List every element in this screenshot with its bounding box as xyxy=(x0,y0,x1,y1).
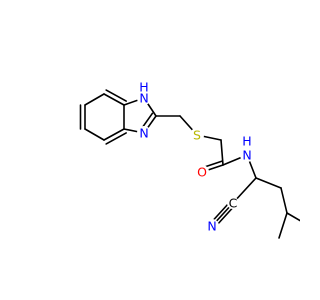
bond-ch2-ch xyxy=(280,187,288,214)
bond-benzene-6 xyxy=(103,93,125,106)
bond-ch2-carbonyl xyxy=(220,139,224,166)
atom-label-h-amide-mask xyxy=(241,135,253,147)
bond-benzene-3 xyxy=(84,128,105,141)
atom-label-n-imidazole-mask xyxy=(137,126,151,140)
bond-calpha-ch2 xyxy=(255,177,282,189)
bond-benzene-4-double xyxy=(105,132,127,145)
bond-benzene-1 xyxy=(84,93,105,106)
atom-label-nh-h: H xyxy=(139,80,148,95)
bond-benzene-4 xyxy=(103,128,125,141)
atom-label-n-nh-mask xyxy=(137,91,151,105)
atom-label-sulfur: S xyxy=(193,128,201,143)
atom-label-nh-h-mask xyxy=(138,81,150,93)
atom-label-sulfur-mask xyxy=(190,128,204,142)
atom-label-n-amide: N xyxy=(242,148,251,163)
atom-label-oxygen: O xyxy=(197,165,207,180)
bond-ch-methyl-1 xyxy=(286,212,300,222)
atom-label-n-nh: N xyxy=(139,91,148,106)
atom-label-n-nitrile: N xyxy=(207,219,216,234)
atom-label-n-nitrile-mask xyxy=(205,219,219,233)
bond-benzene-6-double xyxy=(105,89,127,102)
atom-label-n-amide-mask xyxy=(240,148,254,162)
atom-label-oxygen-mask xyxy=(195,165,209,179)
bond-layer xyxy=(79,89,300,239)
atom-label-n-imidazole: N xyxy=(139,126,148,141)
atom-label-c-nitrile: C xyxy=(229,196,238,211)
bond-ch-methyl-2 xyxy=(278,212,288,239)
atom-label-h-amide: H xyxy=(242,134,251,149)
atom-label-c-nitrile-mask xyxy=(227,197,239,209)
